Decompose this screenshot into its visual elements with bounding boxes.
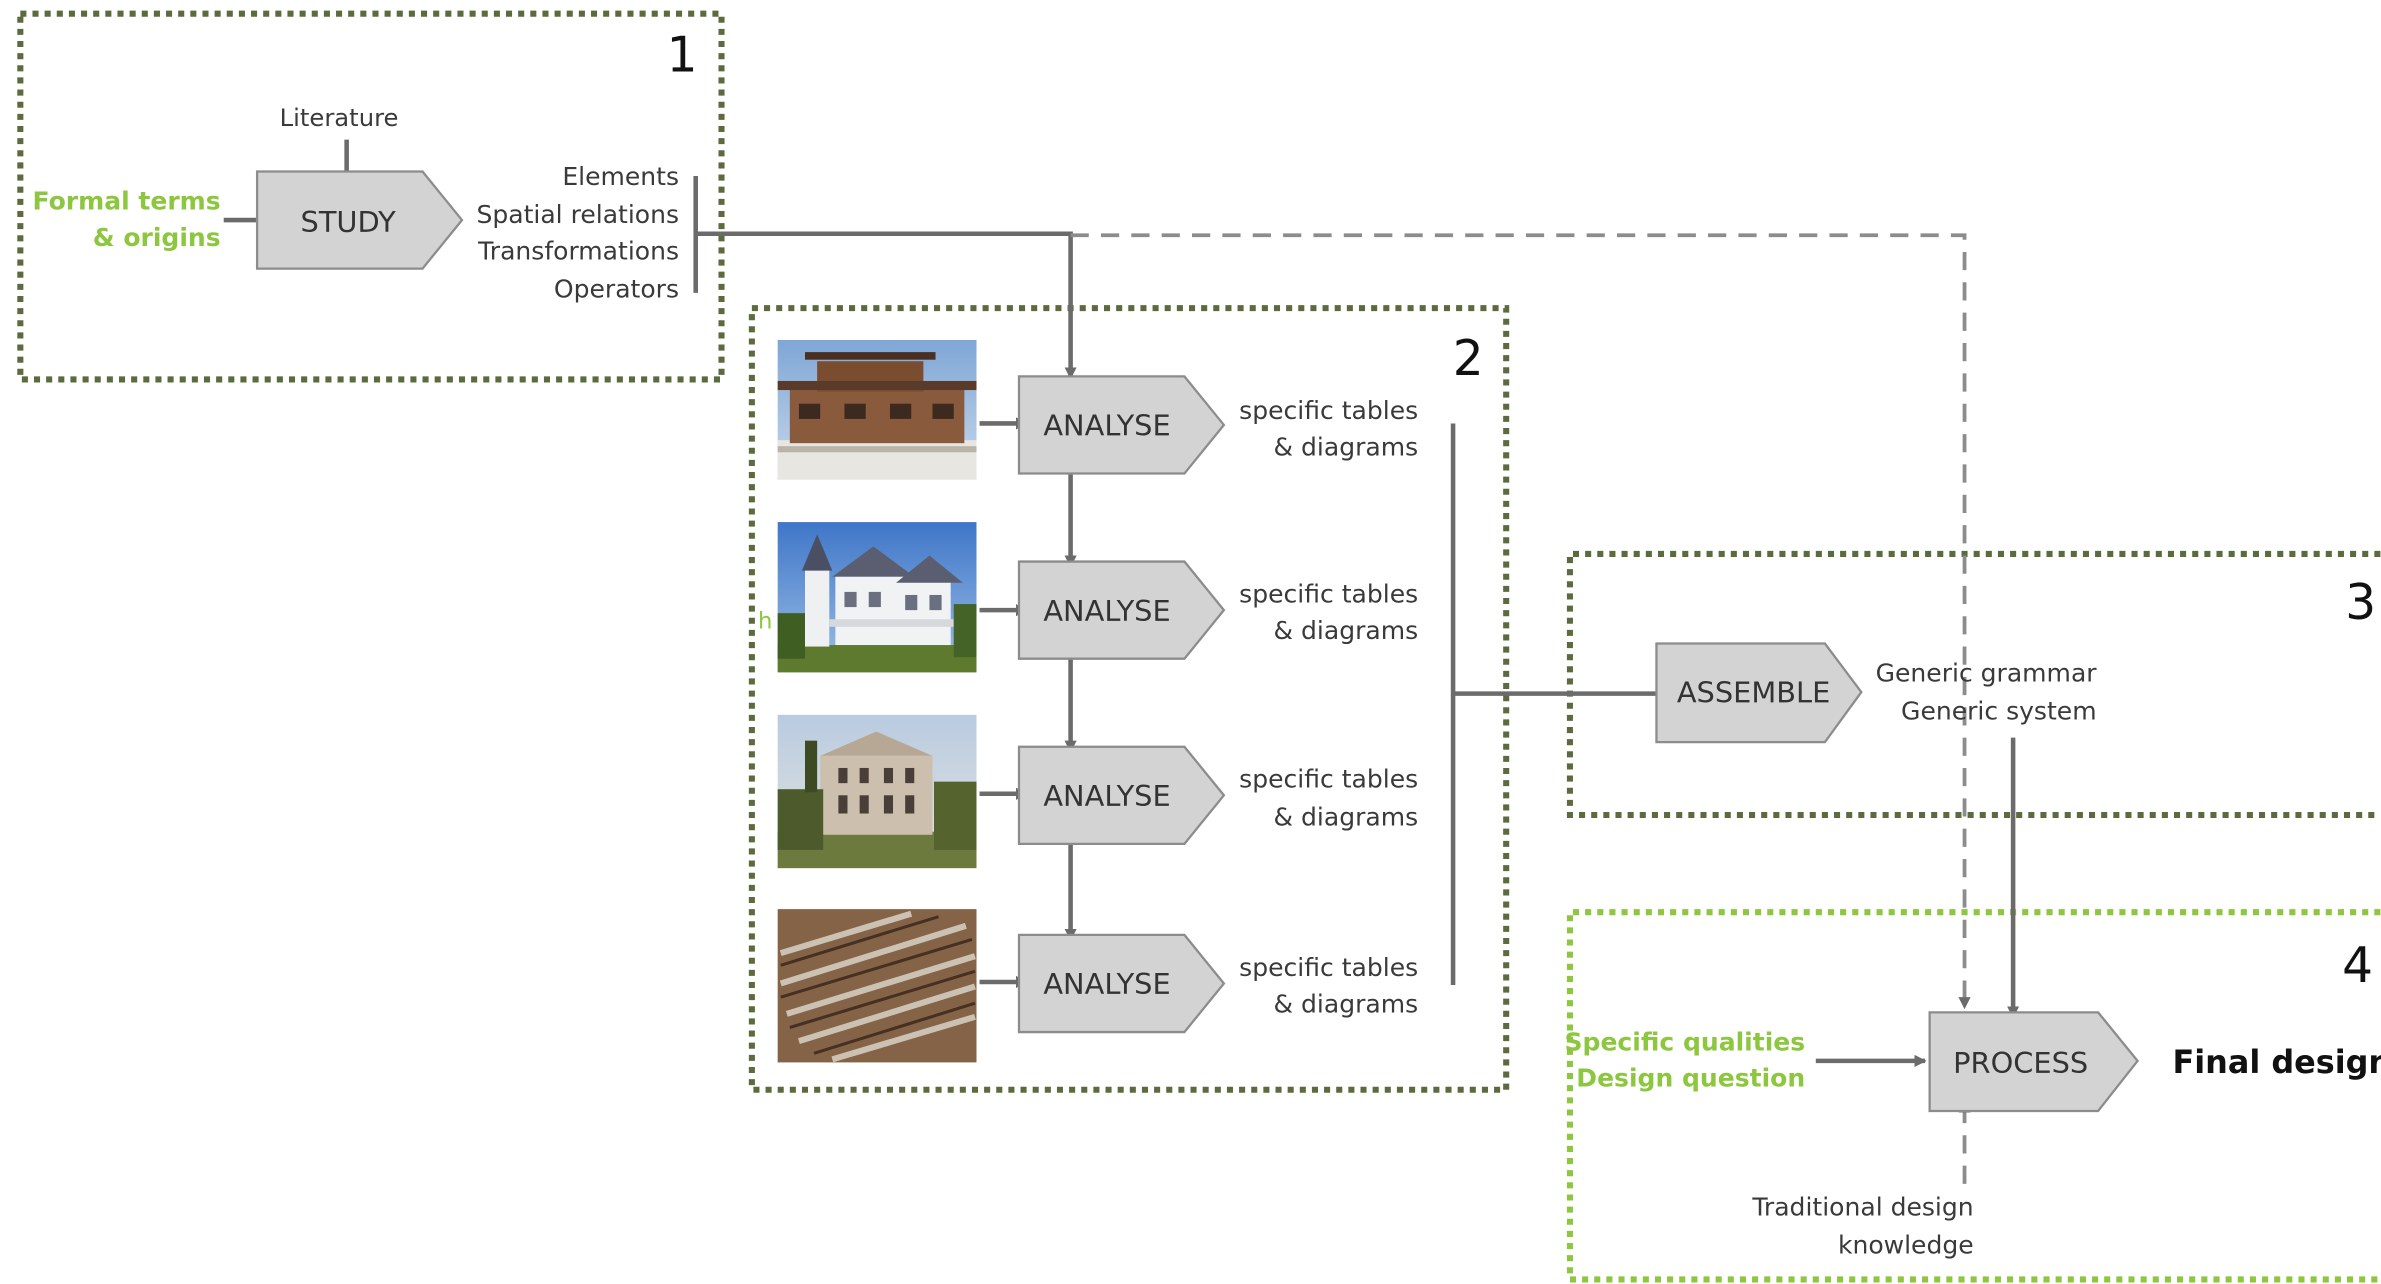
final-design-label: Final design bbox=[2172, 1043, 2381, 1081]
section-4-frame bbox=[1566, 909, 2381, 1283]
row-housing-aerial-photo bbox=[777, 909, 977, 1063]
generic-system-label: Generic system bbox=[1901, 696, 2097, 725]
process-shape bbox=[1928, 1011, 2140, 1113]
palladian-villa-photo bbox=[777, 714, 977, 869]
section-4-number: 4 bbox=[2342, 938, 2373, 994]
analyse-output-3a: specific tables bbox=[1239, 765, 1418, 794]
literature-label: Literature bbox=[280, 103, 399, 132]
output-operators: Operators bbox=[554, 274, 679, 303]
analyse-label-4: ANALYSE bbox=[1043, 967, 1170, 1001]
output-spatial-relations: Spatial relations bbox=[476, 200, 679, 229]
output-elements: Elements bbox=[562, 162, 679, 191]
analyse-label-2: ANALYSE bbox=[1043, 594, 1170, 628]
traditional-design-label: Traditional design bbox=[1751, 1193, 1973, 1222]
origins-label: & origins bbox=[93, 223, 221, 252]
section-2-frame bbox=[748, 305, 1510, 1093]
victorian-house-photo bbox=[777, 522, 977, 673]
analyse-output-3b: & diagrams bbox=[1274, 803, 1419, 832]
analyse-boxes bbox=[1017, 375, 1226, 1034]
analyse-shape-4 bbox=[1017, 933, 1226, 1034]
analyse-output-4a: specific tables bbox=[1239, 953, 1418, 982]
assemble-process-shape bbox=[1655, 642, 1863, 744]
prairie-house-photo bbox=[777, 339, 977, 480]
analyse-output-1b: & diagrams bbox=[1274, 432, 1419, 461]
section-1-number: 1 bbox=[667, 27, 698, 83]
analyse-output-2b: & diagrams bbox=[1274, 616, 1419, 645]
process-label: PROCESS bbox=[1953, 1046, 2088, 1080]
study-process-shape bbox=[255, 170, 464, 270]
analyse-output-1a: specific tables bbox=[1239, 396, 1418, 425]
assemble-process-label: ASSEMBLE bbox=[1677, 676, 1830, 710]
study-process-label: STUDY bbox=[301, 205, 397, 239]
section-2-number: 2 bbox=[1453, 331, 1484, 387]
design-question-label: Design question bbox=[1576, 1064, 1805, 1093]
output-transformations: Transformations bbox=[477, 237, 679, 266]
generic-grammar-label: Generic grammar bbox=[1876, 658, 2098, 687]
analyse-shape-2 bbox=[1017, 560, 1226, 660]
study-outputs: Elements Spatial relations Transformatio… bbox=[476, 162, 679, 303]
study-to-process-dashed-connector bbox=[1070, 233, 1971, 1010]
section-3-frame bbox=[1566, 550, 2381, 819]
analyse-shape-3 bbox=[1017, 745, 1226, 845]
hidden-green-letter: h bbox=[758, 608, 772, 634]
study-to-analyse-connector bbox=[695, 231, 1077, 380]
analyse-shape-1 bbox=[1017, 375, 1226, 475]
analyse-label-1: ANALYSE bbox=[1043, 409, 1170, 443]
specific-qualities-label: Specific qualities bbox=[1565, 1027, 1806, 1056]
analyse-output-2a: specific tables bbox=[1239, 580, 1418, 609]
knowledge-label: knowledge bbox=[1838, 1231, 1974, 1260]
analyse-output-4b: & diagrams bbox=[1274, 989, 1419, 1018]
analyse-label-3: ANALYSE bbox=[1043, 779, 1170, 813]
formal-terms-label: Formal terms bbox=[32, 186, 220, 215]
section-3-number: 3 bbox=[2345, 575, 2376, 631]
